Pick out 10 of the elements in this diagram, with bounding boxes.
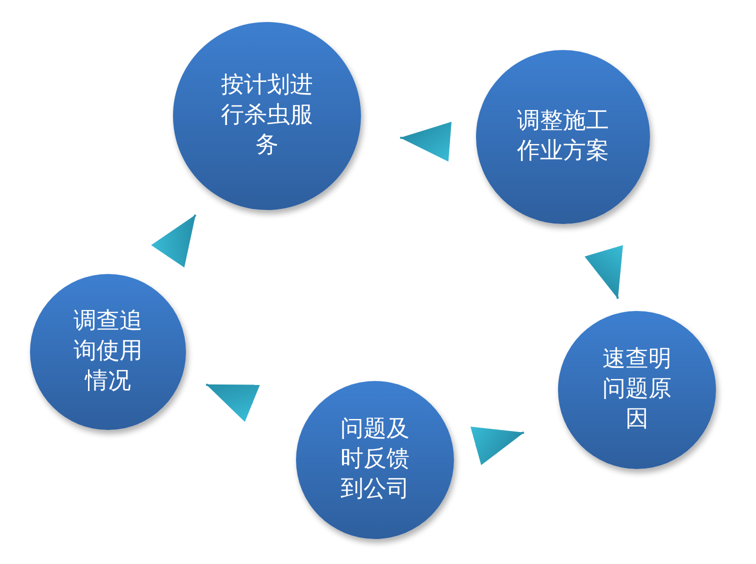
step-label: 问题及时反馈到公司 xyxy=(340,415,410,504)
triangle-arrow xyxy=(470,426,524,466)
triangle-arrow xyxy=(400,122,452,162)
triangle-arrow xyxy=(206,383,260,422)
step-label: 调整施工作业方案 xyxy=(516,107,610,166)
step-label: 按计划进行杀虫服务 xyxy=(220,71,314,160)
step-label: 速查明问题原因 xyxy=(602,345,672,434)
step-label: 调查追询使用情况 xyxy=(72,307,144,396)
triangle-arrow xyxy=(584,245,623,300)
triangle-arrow xyxy=(151,214,196,268)
